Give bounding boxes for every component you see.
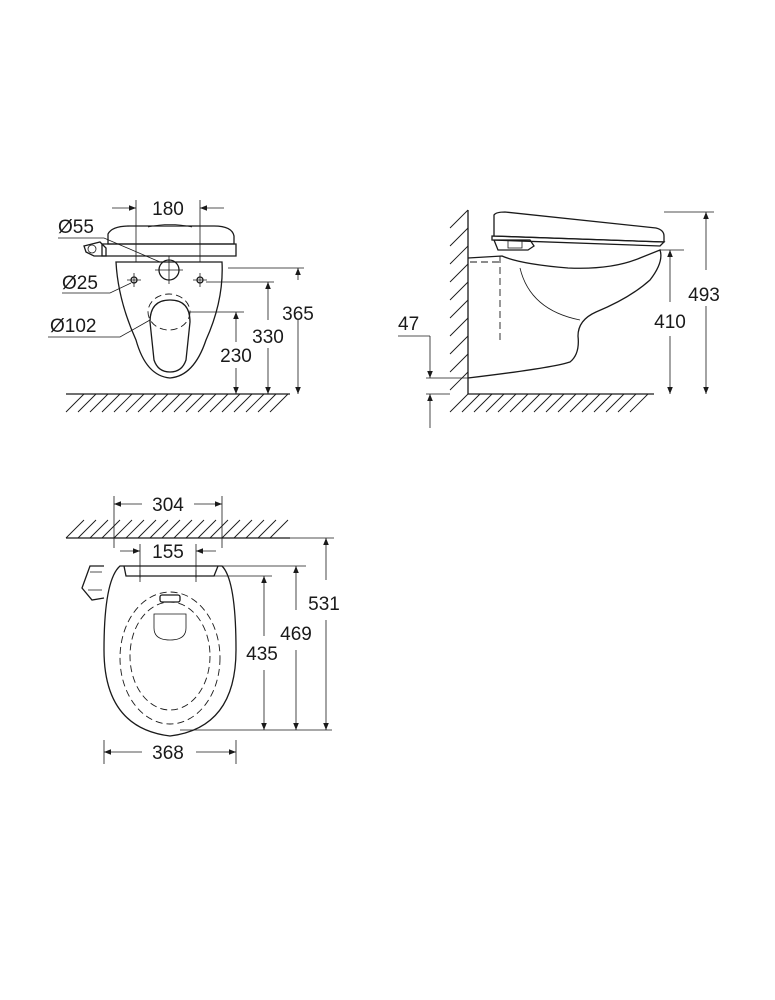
dim-330: 330 [252,327,284,348]
top-bowl-inner-dashed [129,601,211,711]
side-seat [491,235,666,247]
front-bowl-inner [149,299,191,373]
top-seat-outline [103,565,237,737]
leader-dia-55 [58,237,161,263]
side-view: 493 410 47 [398,209,720,428]
dim-469: 469 [280,624,312,645]
dim-304: 304 [152,495,184,516]
front-view: 180 Ø55 Ø25 Ø102 365 330 230 [48,199,314,413]
leader-dia-102 [48,319,151,338]
label-dia-102: Ø102 [50,316,96,337]
front-lid-top [147,224,193,228]
top-flush-cover [159,594,181,603]
top-view: 304 155 531 469 435 [65,495,340,764]
front-bowl [115,261,223,379]
leader-dia-25 [62,282,132,294]
dim-531: 531 [308,594,340,615]
label-dia-55: Ø55 [58,217,94,238]
front-hinge [83,241,107,257]
side-floor-hatch [449,393,649,413]
top-hinge-plate [123,565,219,577]
top-side-unit [81,565,105,601]
top-outlet [153,613,187,641]
front-hinge-knob [87,244,97,254]
side-bowl [467,249,662,379]
dim-435: 435 [246,644,278,665]
side-hinge [493,239,535,251]
dim-368: 368 [152,743,184,764]
dim-365: 365 [282,304,314,325]
top-wall-hatch [65,519,289,539]
dim-180: 180 [152,199,184,220]
dim-493: 493 [688,285,720,306]
dim-410: 410 [654,312,686,333]
top-bolts [134,570,202,582]
side-lid [493,211,665,243]
front-hole-55-center [155,256,183,284]
front-floor-hatch [65,393,289,413]
side-bowl-inner [519,267,581,321]
dim-155: 155 [152,542,184,563]
dim-47: 47 [398,314,419,335]
front-lid [107,225,235,245]
label-dia-25: Ø25 [62,273,98,294]
top-bowl-outer-dashed [119,591,221,725]
front-seat [101,243,237,257]
dim-230: 230 [220,346,252,367]
side-wall-hatch [449,209,469,391]
side-hidden-lines [470,256,501,342]
